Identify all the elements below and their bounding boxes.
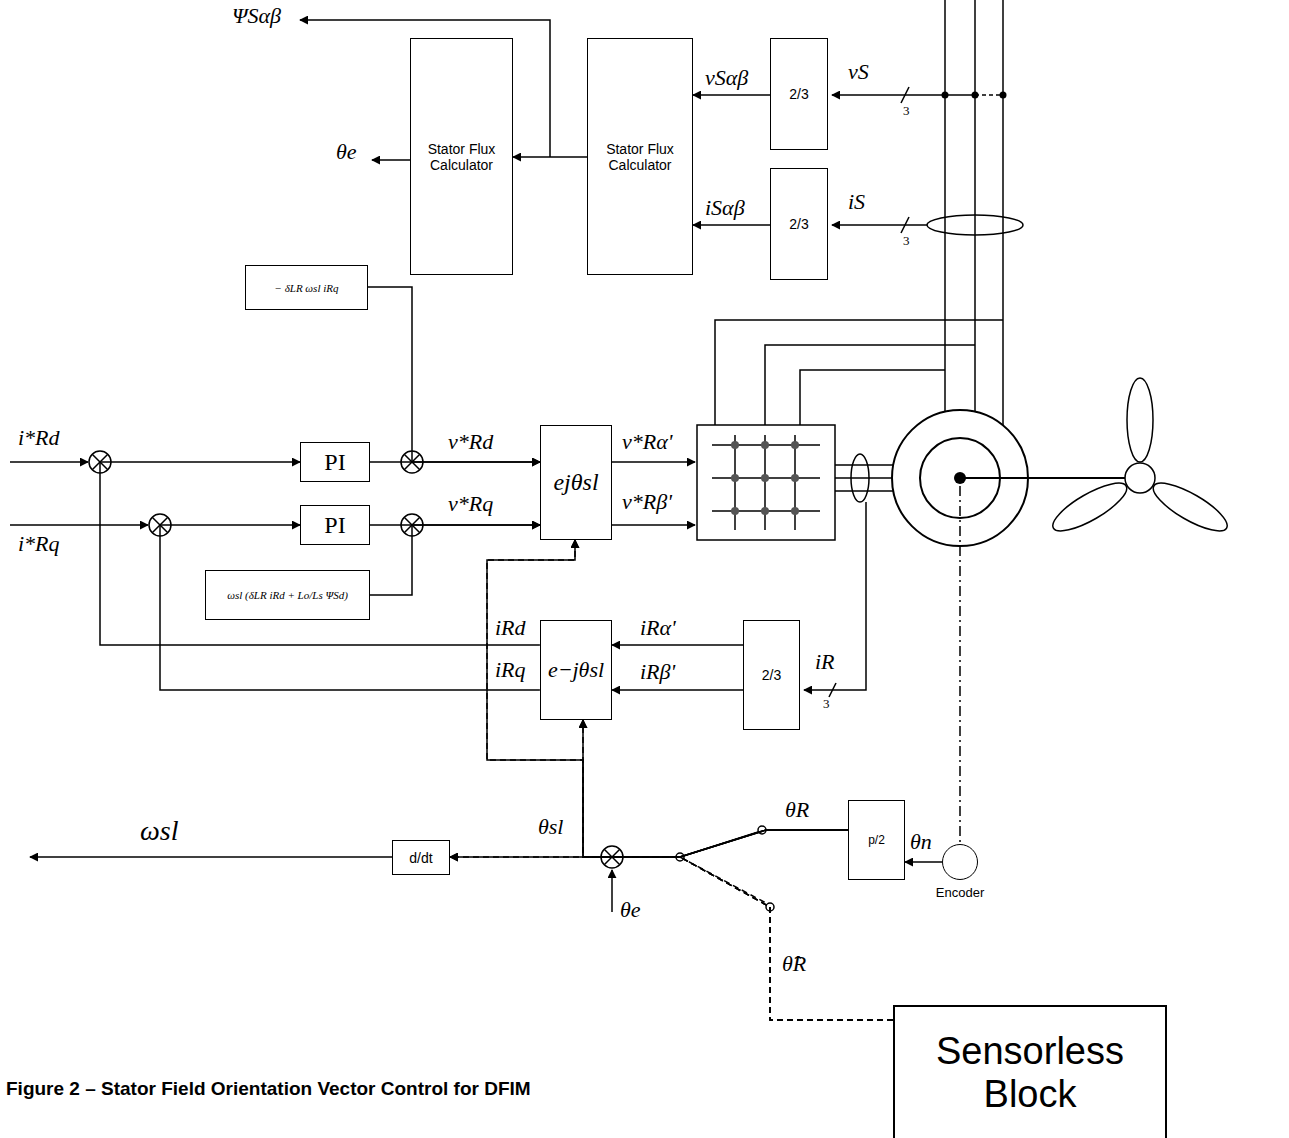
- signal-label: θe: [620, 898, 641, 922]
- transform-block: 2/3: [743, 620, 800, 730]
- signal-label: i*Rq: [18, 532, 60, 556]
- signal-label: θ̂R: [782, 952, 806, 976]
- signal-label: iRβ': [640, 660, 675, 684]
- rotation-block: e−jθsl: [540, 620, 612, 720]
- signal-connector: [513, 156, 587, 158]
- node-text: Sensorless Block: [895, 1030, 1165, 1116]
- signal-connector: [487, 540, 848, 857]
- feedforward-block: ωsl (δLR iRd + Lo/Ls ΨSd): [205, 570, 370, 620]
- signal-label: ΨSαβ: [232, 4, 281, 28]
- signal-label: v*Rq: [448, 492, 493, 516]
- pi-controller: PI: [300, 505, 370, 545]
- signal-label: v*Rα': [622, 430, 672, 454]
- signal-label: 3: [903, 234, 910, 248]
- signal-label: v*Rd: [448, 430, 493, 454]
- signal-connector: [368, 287, 540, 462]
- node-text: 2/3: [785, 86, 812, 102]
- node-text: − δLR ωsl iRq: [270, 282, 342, 294]
- signal-connector: [693, 94, 770, 96]
- signal-connector: [450, 857, 893, 1020]
- node-text: PI: [320, 512, 349, 539]
- signal-connector: [160, 525, 540, 690]
- signal-label: θn: [910, 830, 932, 854]
- signal-connector: [612, 644, 743, 646]
- signal-label: i*Rd: [18, 426, 60, 450]
- node-text: Stator Flux Calculator: [411, 141, 512, 173]
- signal-label: v*Rβ': [622, 490, 672, 514]
- node-text: d/dt: [405, 850, 436, 866]
- figure-caption: Figure 2 – Stator Field Orientation Vect…: [6, 1078, 531, 1100]
- signal-connector: [583, 720, 848, 857]
- node-text: ωsl (δLR iRd + Lo/Ls ΨSd): [223, 589, 352, 601]
- node-text: PI: [320, 449, 349, 476]
- signal-label: iRα': [640, 616, 676, 640]
- calculator-block: Stator Flux Calculator: [587, 38, 693, 275]
- signal-label: iRq: [495, 658, 526, 682]
- signal-label: ωsl: [140, 816, 178, 847]
- rotation-block: ejθsl: [540, 425, 612, 540]
- node-text: e−jθsl: [544, 657, 608, 683]
- signal-label: 3: [903, 104, 910, 118]
- derivative-block: d/dt: [392, 840, 450, 875]
- node-text: 2/3: [758, 667, 785, 683]
- signal-connector: [100, 462, 540, 645]
- node-text: Stator Flux Calculator: [588, 141, 692, 173]
- signal-label: vS: [848, 60, 869, 84]
- signal-label: θsl: [538, 815, 563, 839]
- signal-connector: [693, 224, 770, 226]
- pi-controller: PI: [300, 442, 370, 482]
- signal-label: 3: [823, 697, 830, 711]
- signal-connector: [583, 720, 893, 1020]
- calculator-block: Stator Flux Calculator: [410, 38, 513, 275]
- signal-label: vSαβ: [705, 66, 748, 90]
- signal-label: θR: [785, 798, 809, 822]
- feedforward-block: − δLR ωsl iRq: [245, 265, 368, 310]
- gain-block: p/2: [848, 800, 905, 880]
- signal-label: iS: [848, 190, 865, 214]
- signal-label: iR: [815, 650, 835, 674]
- node-text: 2/3: [785, 216, 812, 232]
- signal-label: iRd: [495, 616, 526, 640]
- encoder-circle: Encoder: [942, 844, 978, 880]
- transform-block: 2/3: [770, 38, 828, 150]
- node-text: ejθsl: [549, 469, 602, 496]
- signal-label: iSαβ: [705, 196, 745, 220]
- sensorless-block: Sensorless Block: [893, 1005, 1167, 1138]
- signal-connector: [612, 689, 743, 691]
- node-text: p/2: [864, 833, 889, 847]
- node-text: Encoder: [936, 885, 984, 900]
- signal-label: θe: [336, 140, 357, 164]
- signal-connector: [450, 830, 848, 857]
- transform-block: 2/3: [770, 168, 828, 280]
- signal-connector: [905, 861, 942, 863]
- signal-connector: [487, 540, 893, 1020]
